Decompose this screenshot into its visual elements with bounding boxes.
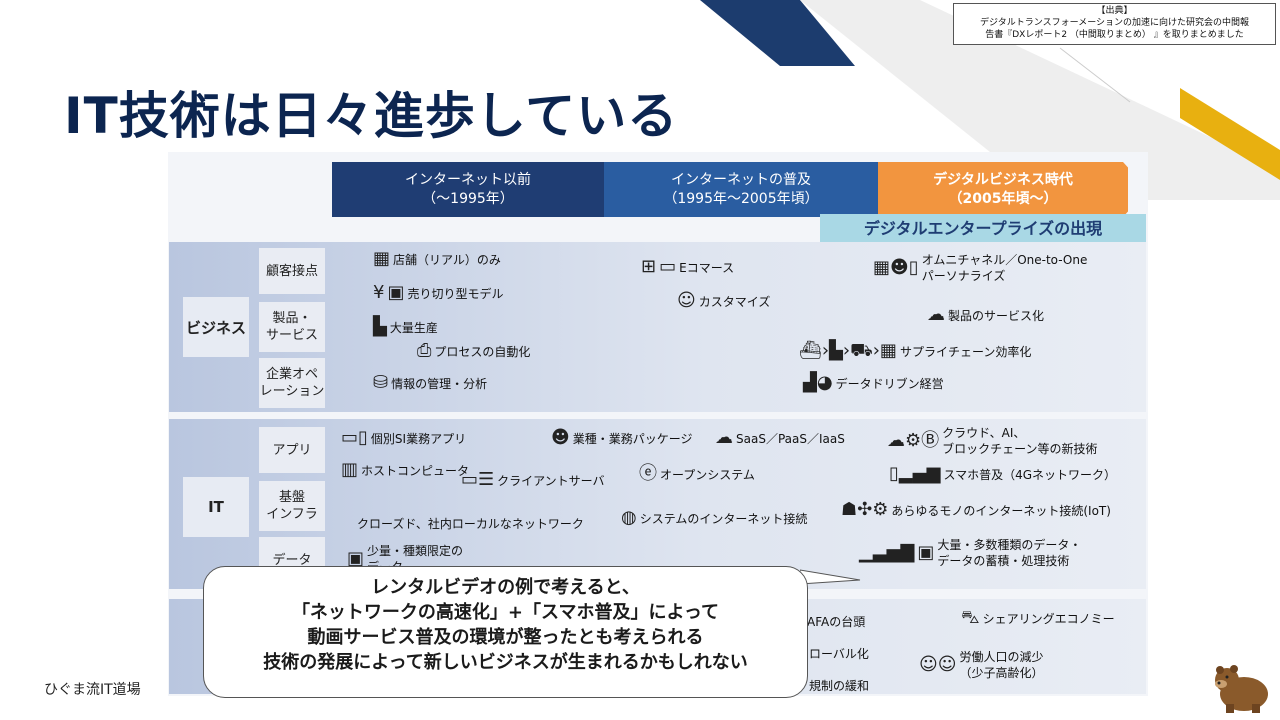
cloud-ai-bitcoin-icon: ☁⚙Ⓑ	[887, 430, 940, 451]
item-omnichannel: ▦☻▯オムニチャネル／One-to-One パーソナライズ	[873, 253, 1088, 283]
era-period: （2005年頃〜）	[948, 190, 1058, 207]
store-person-phone-icon: ▦☻▯	[873, 257, 919, 278]
item-labor-decline: ☺☺労働人口の減少 （少子高齢化）	[919, 650, 1044, 680]
era-label: インターネットの普及	[671, 171, 811, 188]
item-client-server: ▭☰クライアントサーバ	[461, 469, 605, 490]
floppy-icon: ▣	[347, 548, 365, 569]
item-store-only: ▦店舗（リアル）のみ	[373, 248, 501, 269]
item-internet-connection: ◍システムのインターネット接続	[621, 507, 808, 528]
item-productization: ☁製品のサービス化	[927, 304, 1045, 325]
callout-tail	[800, 569, 861, 585]
business-label: ビジネス	[183, 297, 249, 357]
item-supply-chain: ⛴›▙›⛟›▦サプライチェーン効率化	[799, 340, 1032, 361]
item-closed-network: クローズド、社内ローカルなネットワーク	[357, 517, 584, 531]
laptop-icon: ▭	[659, 256, 677, 277]
cart-icon: ⊞	[641, 256, 657, 277]
callout-line-1: レンタルビデオの例で考えると、	[371, 577, 640, 598]
printer-icon: ⎙	[417, 340, 432, 361]
item-custom-si-apps: ▭▯個別SI業務アプリ	[341, 427, 467, 448]
callout-bubble: レンタルビデオの例で考えると、 「ネットワークの高速化」+「スマホ普及」によって…	[203, 566, 808, 698]
source-line-3: 告書『DXレポート2 （中間取りまとめ） 』を取りまとめました	[985, 30, 1244, 40]
database-icon: ⛁	[373, 372, 389, 393]
item-ecommerce: ⊞▭Eコマース	[641, 256, 735, 277]
box-icon: ▣	[387, 282, 405, 303]
era-period: （〜1995年）	[422, 190, 514, 207]
ship-factory-truck-store-icon: ⛴›▙›⛟›▦	[799, 340, 897, 361]
sub-customer-touchpoint: 顧客接点	[259, 248, 325, 294]
digital-enterprise-banner: デジタルエンタープライズの出現	[820, 214, 1146, 244]
item-gafa: AFAの台頭	[807, 615, 866, 629]
callout-line-3: 動画サービス普及の環境が整ったとも考えられる	[307, 627, 704, 648]
callout-line-4: 技術の発展によって新しいビジネスが生まれるかもしれない	[263, 652, 748, 673]
item-globalization: ローバル化	[809, 647, 869, 661]
store-icon: ▦	[373, 248, 391, 269]
sub-apps: アプリ	[259, 427, 325, 473]
sub-products-services: 製品・ サービス	[259, 302, 325, 352]
slide-title: IT技術は日々進歩している	[64, 87, 679, 145]
item-mass-production: ▙大量生産	[373, 316, 438, 337]
chart-icon: ▟◕	[803, 372, 833, 393]
money-bag-icon: ¥	[373, 282, 385, 303]
it-label: IT	[183, 477, 249, 537]
item-process-automation: ⎙プロセスの自動化	[417, 340, 531, 361]
factory-icon: ▙	[373, 316, 387, 337]
browser-icon: ⓔ	[639, 463, 657, 484]
robot-network-icon: ☗✣⚙	[841, 499, 889, 520]
it-band: IT アプリ 基盤 インフラ データ ▭▯個別SI業務アプリ ▥ホストコンピュー…	[169, 419, 1146, 589]
bear-mascot-icon	[1215, 665, 1268, 713]
globe-icon: ◍	[621, 507, 637, 528]
source-citation: 【出典】 デジタルトランスフォーメーションの加速に向けた研究会の中間報 告書『D…	[953, 3, 1276, 45]
media-file-icon: ▣	[917, 542, 935, 563]
client-server-icon: ▭☰	[461, 469, 495, 490]
item-customize: ☺カスタマイズ	[677, 290, 771, 311]
item-sharing-economy: ⛍シェアリングエコノミー	[961, 607, 1115, 628]
source-line-1: 【出典】	[1096, 6, 1133, 16]
footer-brand: ひぐま流IT道場	[44, 682, 141, 698]
cloud-music-icon: ☁	[927, 304, 945, 325]
era-digital-business: デジタルビジネス時代 （2005年頃〜）	[878, 162, 1128, 217]
item-business-package: ☻業種・業務パッケージ	[551, 427, 693, 448]
item-host-computer: ▥ホストコンピュータ	[341, 459, 470, 480]
people-icon: ☺	[677, 290, 696, 311]
desktop-icon: ▭▯	[341, 427, 368, 448]
source-line-2: デジタルトランスフォーメーションの加速に向けた研究会の中間報	[979, 18, 1250, 28]
era-internet: インターネットの普及 （1995年〜2005年頃）	[604, 162, 878, 217]
growth-chart-icon: ▁▃▅▇	[859, 542, 915, 563]
elderly-people-icon: ☺☺	[919, 654, 957, 675]
car-icon: ⛍	[961, 607, 980, 628]
item-big-data: ▁▃▅▇▣大量・多数種類のデータ・ データの蓄積・処理技術	[859, 538, 1082, 568]
item-deregulation: 規制の緩和	[809, 679, 870, 693]
sub-infrastructure: 基盤 インフラ	[259, 481, 325, 531]
decorative-stripes	[700, 0, 1280, 200]
item-saas: ☁SaaS／PaaS／IaaS	[715, 427, 845, 448]
business-band: ビジネス 顧客接点 製品・ サービス 企業オペ レーション ▦店舗（リアル）のみ…	[169, 242, 1146, 412]
worker-icon: ☻	[551, 427, 570, 448]
era-period: （1995年〜2005年頃）	[663, 190, 819, 207]
smartphone-signal-icon: ▯▂▄▆	[889, 463, 941, 484]
item-info-management: ⛁情報の管理・分析	[373, 372, 488, 393]
item-sell-model: ¥▣売り切り型モデル	[373, 282, 504, 303]
item-smartphone: ▯▂▄▆スマホ普及（4Gネットワーク）	[889, 463, 1117, 484]
mainframe-icon: ▥	[341, 459, 359, 480]
sub-enterprise-operations: 企業オペ レーション	[259, 358, 325, 408]
cloud-download-icon: ☁	[715, 427, 733, 448]
era-pre-internet: インターネット以前 （〜1995年）	[332, 162, 604, 217]
item-data-driven: ▟◕データドリブン経営	[803, 372, 944, 393]
item-iot: ☗✣⚙あらゆるモノのインターネット接続(IoT)	[841, 499, 1111, 520]
era-label: インターネット以前	[405, 171, 531, 188]
callout-line-2: 「ネットワークの高速化」+「スマホ普及」によって	[291, 602, 720, 623]
era-label: デジタルビジネス時代	[933, 171, 1073, 188]
